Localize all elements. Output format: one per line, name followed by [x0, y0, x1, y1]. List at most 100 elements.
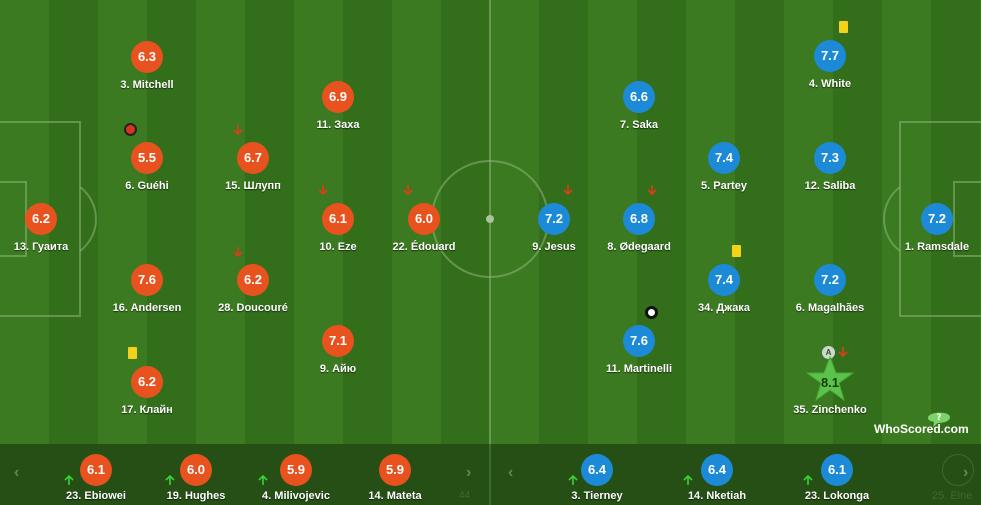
player-rating: 5.9 [280, 454, 312, 486]
yellow-card-icon [839, 21, 848, 33]
logo-text: WhoScored.com [874, 422, 969, 436]
player-rating: 6.7 [237, 142, 269, 174]
player-name: 5. Partey [701, 180, 747, 192]
bench-player-ebiowei[interactable]: 6.1 23. Ebiowei [41, 454, 151, 504]
goal-icon [645, 306, 658, 319]
sub-off-arrow-icon [233, 125, 243, 136]
home-player-eze[interactable]: 6.1 10. Eze [278, 203, 398, 263]
bench-prev-arrow-icon[interactable]: ‹ [14, 464, 20, 481]
sub-on-arrow-icon [64, 474, 74, 485]
player-name: 1. Ramsdale [904, 241, 970, 253]
player-name: 17. Клайн [121, 404, 173, 416]
player-rating: 7.2 [538, 203, 570, 235]
away-player-zinchenko[interactable]: 8.1 35. Zinchenko [770, 356, 890, 426]
player-name: 11. Martinelli [605, 363, 673, 375]
home-player-edouard[interactable]: 6.0 22. Édouard [364, 203, 484, 263]
player-name: 4. Milivojevic [262, 490, 330, 502]
player-name: 28. Doucouré [218, 302, 288, 314]
home-player-ayew[interactable]: 7.1 9. Айю [278, 325, 398, 385]
player-rating: 7.7 [814, 40, 846, 72]
yellow-card-icon [732, 245, 741, 257]
player-rating: 5.9 [379, 454, 411, 486]
home-player-guehi[interactable]: 5.5 6. Guéhi [87, 142, 207, 202]
home-player-andersen[interactable]: 7.6 16. Andersen [87, 264, 207, 324]
sub-off-arrow-icon [647, 185, 657, 196]
whoscored-logo[interactable]: ? WhoScored.com [868, 408, 978, 438]
player-rating: 6.0 [180, 454, 212, 486]
bench-player-milivojevic[interactable]: 5.9 4. Milivojevic [241, 454, 351, 504]
player-name: 35. Zinchenko [793, 404, 867, 416]
away-player-xhaka[interactable]: 7.4 34. Джака [664, 264, 784, 324]
player-name: 6. Guéhi [125, 180, 169, 192]
player-name: 15. Шлупп [225, 180, 281, 192]
sub-off-arrow-icon [318, 185, 328, 196]
player-rating: 6.4 [701, 454, 733, 486]
player-name: 19. Hughes [166, 490, 226, 502]
away-player-saliba[interactable]: 7.3 12. Saliba [770, 142, 890, 202]
player-rating: 6.6 [623, 81, 655, 113]
away-player-jesus[interactable]: 7.2 9. Jesus [494, 203, 614, 263]
bench-partial-label: 44 [459, 490, 471, 501]
sub-on-arrow-icon [683, 474, 693, 485]
sub-off-arrow-icon [233, 247, 243, 258]
yellow-card-icon [128, 347, 137, 359]
bench-player-nketiah[interactable]: 6.4 14. Nketiah [662, 454, 772, 504]
player-rating: 7.6 [131, 264, 163, 296]
home-player-klayn[interactable]: 6.2 17. Клайн [87, 366, 207, 426]
substitutes-bar: ‹ › ‹ › 6.1 23. Ebiowei 6.0 19. Hughes 5… [0, 444, 981, 505]
player-name: 3. Mitchell [120, 79, 174, 91]
player-name: 9. Айю [319, 363, 357, 375]
player-rating: 6.4 [581, 454, 613, 486]
sub-on-arrow-icon [568, 474, 578, 485]
player-rating: 6.2 [25, 203, 57, 235]
away-player-magalhaes[interactable]: 7.2 6. Magalhães [770, 264, 890, 324]
away-player-saka[interactable]: 6.6 7. Saka [579, 81, 699, 141]
home-player-guaita[interactable]: 6.2 13. Гуаита [0, 203, 101, 263]
away-player-white[interactable]: 7.7 4. White [770, 40, 890, 100]
player-rating: 7.2 [921, 203, 953, 235]
player-name: 6. Magalhães [795, 302, 865, 314]
player-rating: 8.1 [820, 375, 840, 390]
player-name: 14. Mateta [368, 490, 422, 502]
away-player-partey[interactable]: 7.4 5. Partey [664, 142, 784, 202]
player-name: 14. Nketiah [687, 490, 747, 502]
player-name: 7. Saka [620, 119, 658, 131]
player-rating: 6.2 [131, 366, 163, 398]
bench-player-tierney[interactable]: 6.4 3. Tierney [542, 454, 652, 504]
player-rating: 6.9 [322, 81, 354, 113]
player-name: 8. Ødegaard [607, 241, 671, 253]
home-player-mitchell[interactable]: 6.3 3. Mitchell [87, 41, 207, 101]
player-rating: 6.2 [237, 264, 269, 296]
player-rating: 7.4 [708, 142, 740, 174]
svg-text:?: ? [936, 413, 941, 423]
bench-player-lokonga[interactable]: 6.1 23. Lokonga [782, 454, 892, 504]
bench-prev-arrow-icon[interactable]: ‹ [508, 464, 514, 481]
player-rating: 7.3 [814, 142, 846, 174]
home-player-schlupp[interactable]: 6.7 15. Шлупп [193, 142, 313, 202]
man-of-the-match-star-icon [806, 356, 854, 402]
player-rating: 6.0 [408, 203, 440, 235]
sub-on-arrow-icon [803, 474, 813, 485]
away-player-martinelli[interactable]: 7.6 11. Martinelli [579, 325, 699, 385]
player-name: 23. Lokonga [804, 490, 870, 502]
player-name: 12. Saliba [804, 180, 856, 192]
player-name: 3. Tierney [571, 490, 623, 502]
bench-player-hughes[interactable]: 6.0 19. Hughes [141, 454, 251, 504]
bench-divider [489, 444, 491, 505]
goal-icon [124, 123, 137, 136]
player-rating: 5.5 [131, 142, 163, 174]
bench-next-arrow-icon[interactable]: › [466, 464, 472, 481]
home-player-zaha[interactable]: 6.9 11. Заха [278, 81, 398, 141]
sub-off-arrow-icon [563, 185, 573, 196]
bench-partial-label: 25. Elne [932, 490, 973, 502]
pitch: 6.3 3. Mitchell 5.5 6. Guéhi 6.2 13. Гуа… [0, 0, 981, 444]
logo-bubble-icon: ? [928, 412, 950, 427]
player-rating: 7.2 [814, 264, 846, 296]
bench-player-mateta[interactable]: 5.9 14. Mateta [340, 454, 450, 504]
player-name: 10. Eze [319, 241, 357, 253]
home-player-doucoure[interactable]: 6.2 28. Doucouré [193, 264, 313, 324]
away-player-odegaard[interactable]: 6.8 8. Ødegaard [579, 203, 699, 263]
player-rating: 7.4 [708, 264, 740, 296]
away-player-ramsdale[interactable]: 7.2 1. Ramsdale [877, 203, 981, 263]
